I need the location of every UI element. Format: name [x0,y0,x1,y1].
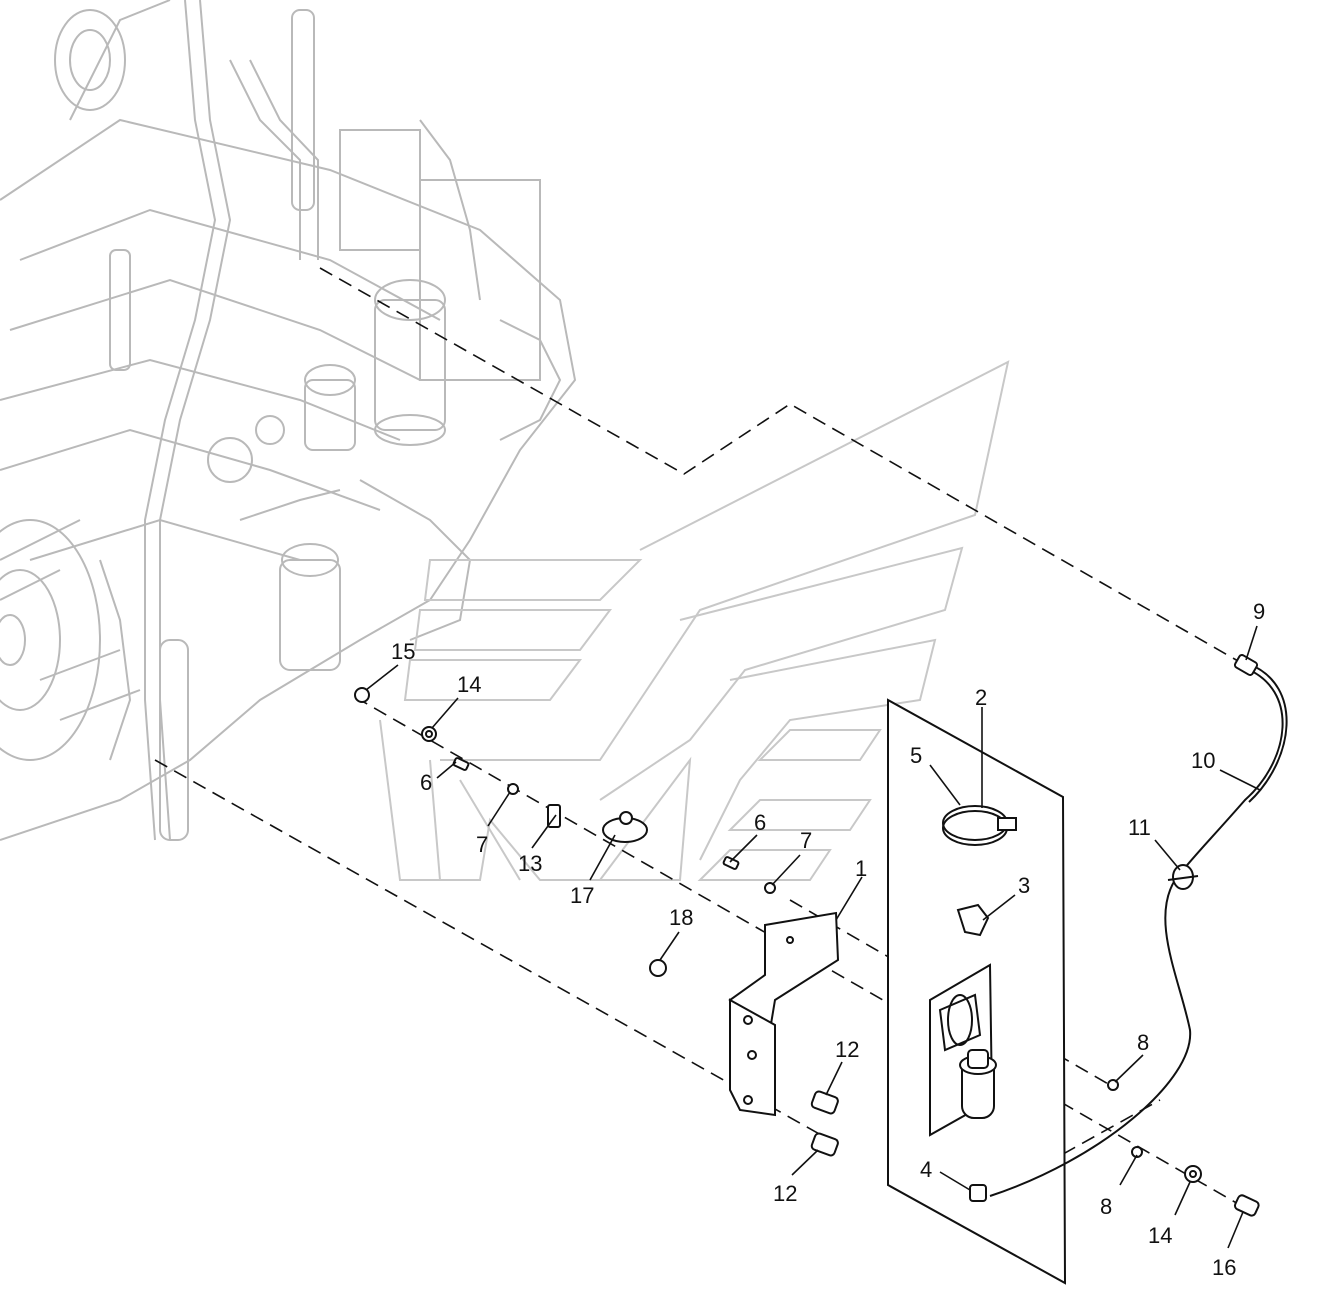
fitting [969,1184,987,1202]
watermark-logo [379,360,1010,881]
callout-7b: 7 [800,828,812,853]
parts [354,654,1288,1285]
callout-15: 15 [391,639,415,664]
bracket [728,911,840,1117]
callout-5: 5 [910,743,922,768]
callout-18: 18 [669,905,693,930]
clip [956,903,990,937]
callout-leaders [365,625,1261,1249]
callout-labels: 1 2 3 4 5 6 6 7 7 8 8 9 10 11 12 12 13 1… [391,599,1265,1280]
callout-14a: 14 [457,672,481,697]
callout-17: 17 [570,883,594,908]
callout-7a: 7 [476,832,488,857]
callout-12a: 12 [835,1037,859,1062]
callout-10: 10 [1191,748,1215,773]
callout-8b: 8 [1100,1194,1112,1219]
callout-6b: 6 [754,810,766,835]
assembly-lines [154,267,1246,1206]
callout-4: 4 [920,1157,932,1182]
callout-14b: 14 [1148,1223,1172,1248]
callout-8a: 8 [1137,1030,1149,1055]
callout-2: 2 [975,685,987,710]
callout-9: 9 [1253,599,1265,624]
hardware [354,687,1260,1217]
hose-clamp [942,805,1017,846]
callout-12b: 12 [773,1181,797,1206]
callout-3: 3 [1018,873,1030,898]
engine-illustration [0,0,577,841]
callout-11: 11 [1128,815,1151,840]
callout-13: 13 [518,851,542,876]
callout-16: 16 [1212,1255,1236,1280]
sensor-bracket [929,963,997,1137]
sensor-cable [989,654,1288,1197]
callout-1: 1 [855,856,867,881]
callout-6a: 6 [420,770,432,795]
